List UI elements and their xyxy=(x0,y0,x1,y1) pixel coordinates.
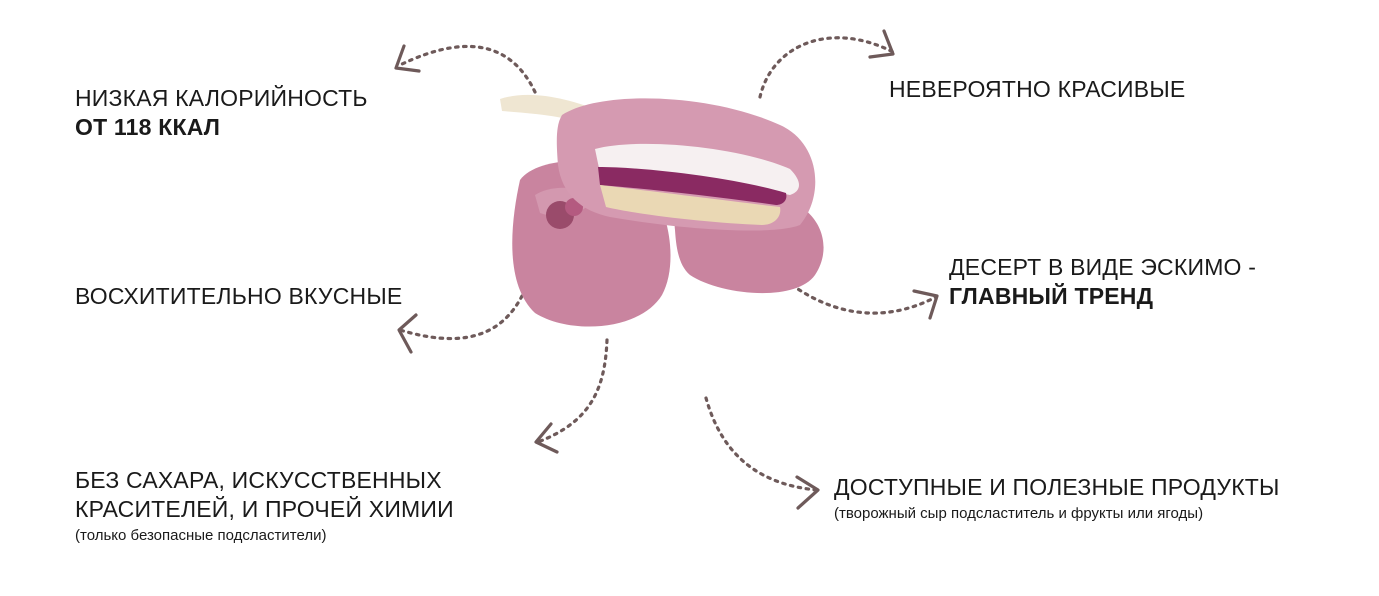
feature-beautiful: НЕВЕРОЯТНО КРАСИВЫЕ xyxy=(889,75,1185,104)
feature-tasty: ВОСХИТИТЕЛЬНО ВКУСНЫЕ xyxy=(75,282,402,311)
arrow-to-beautiful xyxy=(758,29,895,99)
arrow-to-nosugar xyxy=(534,338,609,454)
no-sugar-note: (только безопасные подсластители) xyxy=(75,527,327,544)
trend-value: ГЛАВНЫЙ ТРЕНД xyxy=(949,283,1154,309)
arrow-to-calories xyxy=(394,44,537,94)
arrow-to-tasty xyxy=(397,294,524,354)
cut-popsicle xyxy=(556,98,816,231)
calories-value: ОТ 118 ККАЛ xyxy=(75,114,221,140)
dessert-image xyxy=(500,94,824,327)
arrow-to-trend xyxy=(790,283,939,320)
feature-products: ДОСТУПНЫЕ И ПОЛЕЗНЫЕ ПРОДУКТЫ (творожный… xyxy=(834,473,1280,524)
tasty-label: ВОСХИТИТЕЛЬНО ВКУСНЫЕ xyxy=(75,283,403,309)
feature-calories: НИЗКАЯ КАЛОРИЙНОСТЬ ОТ 118 ККАЛ xyxy=(75,84,368,142)
beautiful-label: НЕВЕРОЯТНО КРАСИВЫЕ xyxy=(889,76,1186,102)
trend-label: ДЕСЕРТ В ВИДЕ ЭСКИМО - xyxy=(949,254,1257,280)
feature-no-sugar: БЕЗ САХАРА, ИСКУССТВЕННЫХ КРАСИТЕЛЕЙ, И … xyxy=(75,466,454,546)
products-label: ДОСТУПНЫЕ И ПОЛЕЗНЫЕ ПРОДУКТЫ xyxy=(834,474,1280,500)
arrow-to-products xyxy=(704,396,820,510)
products-note: (творожный сыр подсластитель и фрукты ил… xyxy=(834,505,1204,522)
no-sugar-line2: КРАСИТЕЛЕЙ, И ПРОЧЕЙ ХИМИИ xyxy=(75,496,454,522)
feature-trend: ДЕСЕРТ В ВИДЕ ЭСКИМО - ГЛАВНЫЙ ТРЕНД xyxy=(949,253,1256,311)
no-sugar-line1: БЕЗ САХАРА, ИСКУССТВЕННЫХ xyxy=(75,467,442,493)
calories-label: НИЗКАЯ КАЛОРИЙНОСТЬ xyxy=(75,85,368,111)
